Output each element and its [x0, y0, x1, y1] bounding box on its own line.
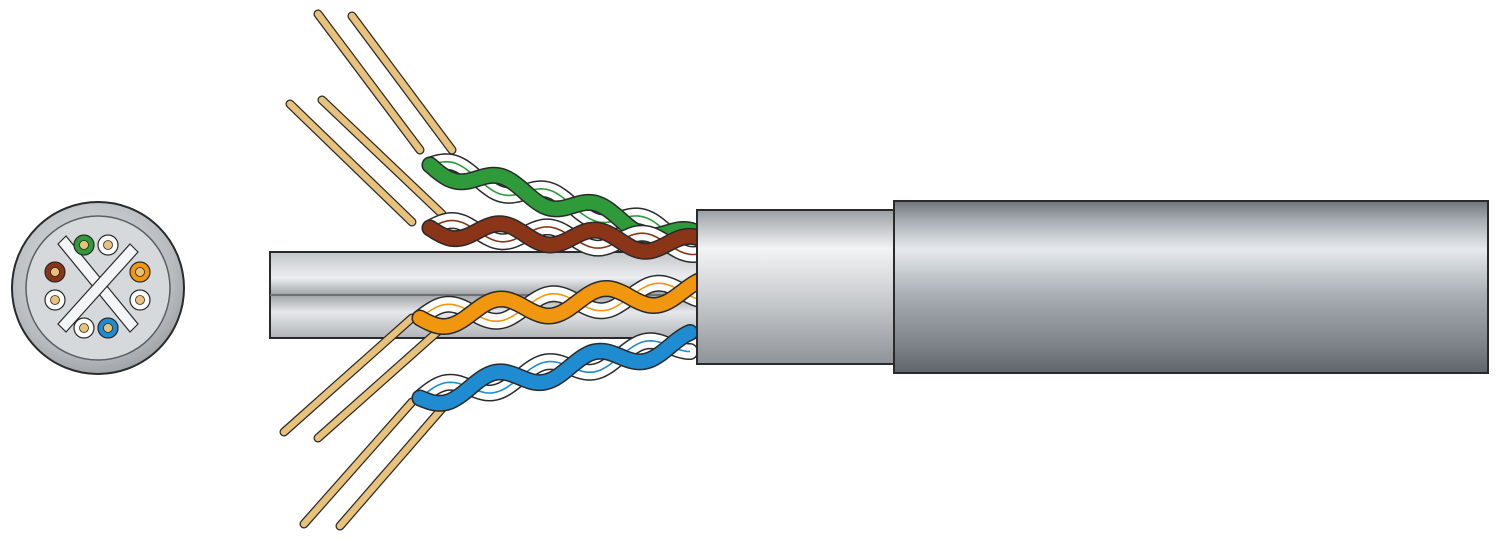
- blue-solid-wire: [413, 325, 697, 411]
- inner-jacket: [696, 209, 898, 365]
- brown-pair-solid-core: [50, 267, 60, 277]
- brown-solid-wire: [423, 216, 707, 259]
- copper-wire: [318, 96, 446, 218]
- cross-separator: [57, 235, 139, 333]
- green-pair-solid-core: [79, 240, 89, 250]
- twisted-pairs: [411, 153, 709, 412]
- brown-twisted-pair: [421, 211, 709, 264]
- copper-wire: [314, 322, 448, 442]
- orange-twisted-pair: [411, 272, 708, 336]
- outer-jacket: [893, 200, 1489, 374]
- blue-twisted-pair: [411, 324, 699, 412]
- copper-wire: [336, 400, 450, 530]
- copper-wire: [300, 398, 416, 528]
- cable-cross-section: [11, 201, 185, 375]
- brown-pair-striped-core: [50, 295, 60, 305]
- orange-pair-solid-core: [135, 267, 145, 277]
- green-pair-striped-core: [103, 240, 113, 250]
- copper-conductors: [279, 9, 457, 531]
- copper-wire: [314, 10, 424, 154]
- copper-wire: [280, 314, 416, 436]
- pair-conductors: [44, 234, 151, 339]
- orange-solid-wire: [413, 273, 706, 334]
- copper-wire: [286, 100, 416, 226]
- orange-pair-striped-core: [135, 295, 145, 305]
- blue-pair-solid-core: [103, 323, 113, 333]
- copper-wire: [348, 12, 456, 154]
- blue-pair-striped-core: [79, 323, 89, 333]
